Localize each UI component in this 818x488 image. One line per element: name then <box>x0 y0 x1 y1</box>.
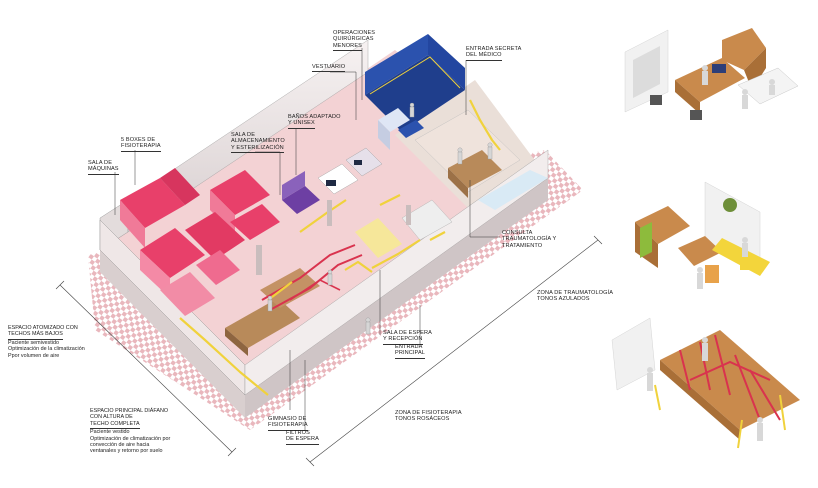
label-line: SALA DE <box>231 132 256 138</box>
note-title: TECHO COMPLETA <box>90 421 140 430</box>
label-line: Y RECEPCIÓN <box>383 336 423 345</box>
label-line: Y ESTERILIZACIÓN <box>231 145 284 154</box>
label-banos: BAÑOS ADAPTADO Y UNISEX <box>288 114 341 129</box>
label-sala-almacenamiento: SALA DE ALMACENAMIENTO Y ESTERILIZACIÓN <box>231 132 285 154</box>
label-line: QUIRÚRGICAS <box>333 36 374 43</box>
label-entrada-secreta: ENTRADA SECRETA DEL MÉDICO <box>466 46 521 61</box>
label-line: DEL MÉDICO <box>466 52 502 61</box>
note-line: Paciente vestido <box>90 429 130 436</box>
label-line: ZONA DE TRAUMATOLOGÍA <box>537 290 614 296</box>
label-line: VESTUARIO <box>312 64 346 73</box>
note-line: Paciente semivestido <box>8 339 59 346</box>
slab-front <box>100 250 245 418</box>
label-line: ALMACENAMIENTO <box>231 138 285 145</box>
vignette-gym <box>611 317 800 449</box>
label-line: FILTROS <box>286 430 310 436</box>
label-line: ENTRADA <box>395 344 423 350</box>
trauma-consult <box>414 109 548 210</box>
columns <box>256 200 411 275</box>
label-line: PRINCIPAL <box>395 350 426 359</box>
label-entrada-principal: ENTRADA PRINCIPAL <box>395 344 426 359</box>
label-line: TONOS ROSÁCEOS <box>395 416 450 423</box>
note-espacio-principal: ESPACIO PRINCIPAL DIÁFANO CON ALTURA DE … <box>90 408 170 455</box>
label-line: BAÑOS ADAPTADO <box>288 114 341 120</box>
note-espacio-atomizado: ESPACIO ATOMIZADO CON TECHOS MÁS BAJOS P… <box>8 325 85 359</box>
leader-lines <box>114 48 500 430</box>
label-line: TONOS AZULADOS <box>537 296 590 303</box>
label-line: SALA DE <box>88 160 113 166</box>
note-line: convección de aire hacia <box>90 442 150 449</box>
label-line: ENTRADA SECRETA <box>466 46 522 52</box>
fisio-boxes <box>120 168 280 316</box>
bathrooms <box>317 147 383 195</box>
label-sala-espera: SALA DE ESPERA Y RECEPCIÓN <box>383 330 432 345</box>
label-vestuario: VESTUARIO <box>312 64 346 73</box>
label-operaciones: OPERACIONES QUIRÚRGICAS MENORES <box>333 30 376 52</box>
storage-room <box>282 171 320 214</box>
gym <box>225 244 363 356</box>
note-title: CON ALTURA DE <box>90 414 133 421</box>
note-line: ventanales y retorno por suelo <box>90 448 163 455</box>
label-boxes: 5 BOXES DE FISIOTERAPIA <box>121 137 161 152</box>
slab-right <box>245 178 548 418</box>
note-line: Optimización de climatización por <box>90 435 171 442</box>
label-line: TRATAMIENTO <box>502 242 543 249</box>
label-line: Y UNISEX <box>288 120 315 129</box>
label-line: 5 BOXES DE <box>121 137 156 143</box>
vignette-reception <box>635 181 770 289</box>
label-line: OPERACIONES <box>333 30 376 36</box>
label-zona-fisio: ZONA DE FISIOTERAPIA TONOS ROSÁCEOS <box>395 410 462 423</box>
label-line: TRAUMATOLOGÍA Y <box>502 236 557 243</box>
label-line: CONSULTA <box>502 230 533 236</box>
label-sala-maquinas: SALA DE MÁQUINAS <box>88 160 119 175</box>
label-line: ZONA DE FISIOTERAPIA <box>395 410 462 416</box>
note-line: Optimización de la climatización <box>8 346 85 353</box>
note-title: ESPACIO PRINCIPAL DIÁFANO <box>90 408 169 414</box>
label-gimnasio: GIMNASIO DE FISIOTERAPIA <box>268 416 308 431</box>
human-figures <box>267 102 493 335</box>
dimension-lines <box>55 235 603 467</box>
label-zona-trauma: ZONA DE TRAUMATOLOGÍA TONOS AZULADOS <box>537 290 613 303</box>
vignette-consult <box>624 28 799 120</box>
reception <box>355 199 453 258</box>
label-line: MÁQUINAS <box>88 166 119 175</box>
note-title: TECHOS MÁS BAJOS <box>8 331 63 340</box>
label-line: FISIOTERAPIA <box>268 422 308 431</box>
note-title: ESPACIO ATOMIZADO CON <box>8 325 78 331</box>
label-line: MENORES <box>333 43 362 52</box>
label-line: GIMNASIO DE <box>268 416 307 422</box>
note-line: Ppor volumen de aire <box>8 352 60 359</box>
label-line: SALA DE ESPERA <box>383 330 432 336</box>
label-line: FISIOTERAPIA <box>121 143 161 152</box>
operating-room <box>365 34 465 150</box>
label-consulta: CONSULTA TRAUMATOLOGÍA Y TRATAMIENTO <box>502 230 556 249</box>
label-filtros: FILTROS DE ESPERA <box>286 430 319 445</box>
label-line: DE ESPERA <box>286 436 319 445</box>
